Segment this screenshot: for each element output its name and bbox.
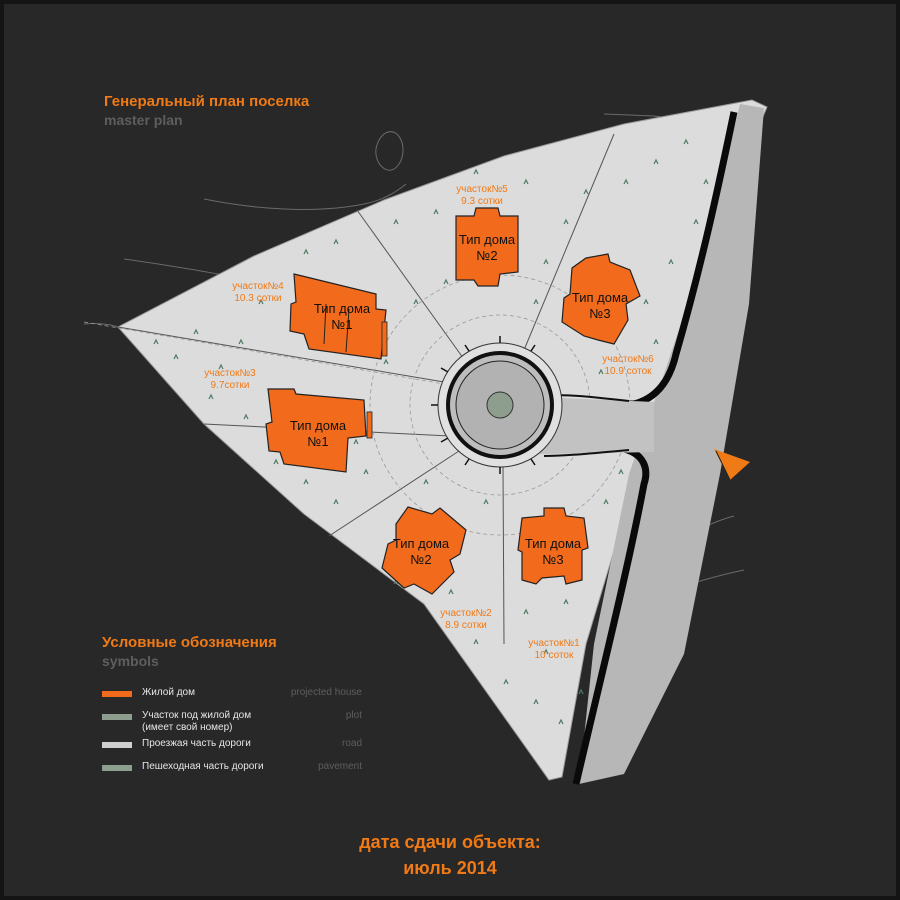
house-number-3: №2 — [476, 248, 497, 263]
legend-label-ru: Жилой дом — [142, 687, 195, 698]
house-plot6: Тип дома №3 — [561, 253, 641, 345]
pavement-swatch — [102, 765, 132, 771]
house-number-4: №2 — [410, 552, 431, 567]
road-edge-lower — [559, 445, 650, 785]
completion-date-value: июль 2014 — [403, 858, 497, 878]
house-number-1: №1 — [331, 317, 352, 332]
plot-swatch — [102, 714, 132, 720]
legend-label-ru: Участок под жилой дом(имеет свой номер) — [142, 710, 251, 734]
house-swatch — [102, 691, 132, 697]
house-plot5: Тип дома №2 — [455, 207, 519, 287]
site-map: Тип дома №1 Тип дома №1 Тип дома №2 Тип … — [83, 99, 768, 785]
master-plan-frame: Тип дома №1 Тип дома №1 Тип дома №2 Тип … — [4, 4, 896, 896]
legend-label-en: plot — [345, 710, 362, 721]
house-label-4: Тип дома — [393, 536, 450, 551]
house-plot4: Тип дома №1 — [289, 273, 388, 360]
legend-subtitle: symbols — [102, 653, 159, 669]
main-road — [579, 104, 764, 784]
entry-arrow-icon — [714, 449, 750, 481]
access-road — [540, 397, 654, 454]
legend-label-ru-line2: (имеет свой номер) — [142, 722, 233, 733]
plot-boundaries — [117, 133, 615, 645]
legend-label-ru: Проезжая часть дороги — [142, 738, 251, 749]
house-label-5: Тип дома — [572, 290, 629, 305]
house-label-1: Тип дома — [314, 301, 371, 316]
page-subtitle: master plan — [104, 112, 183, 128]
legend-label-en: projected house — [290, 687, 362, 698]
legend-label-en: pavement — [318, 761, 362, 772]
legend-label-en: road — [341, 738, 362, 749]
legend-label-ru-line1: Участок под жилой дом — [142, 710, 252, 721]
legend-title: Условные обозначения — [102, 634, 277, 651]
page-title: Генеральный план поселка — [104, 93, 310, 110]
house-number-2: №1 — [307, 434, 328, 449]
legend-label-ru: Пешеходная часть дороги — [142, 761, 264, 772]
road-edge — [559, 111, 738, 408]
house-label-2: Тип дома — [290, 418, 347, 433]
house-label-3: Тип дома — [459, 232, 516, 247]
house-number-6: №3 — [542, 552, 563, 567]
house-label-6: Тип дома — [525, 536, 582, 551]
road-swatch — [102, 742, 132, 748]
house-plot1: Тип дома №3 — [517, 507, 589, 585]
completion-date-label: дата сдачи объекта: — [359, 832, 541, 852]
house-number-5: №3 — [589, 306, 610, 321]
house-plot3: Тип дома №1 — [265, 388, 373, 473]
roundabout — [431, 336, 563, 474]
house-plot2: Тип дома №2 — [381, 506, 467, 595]
